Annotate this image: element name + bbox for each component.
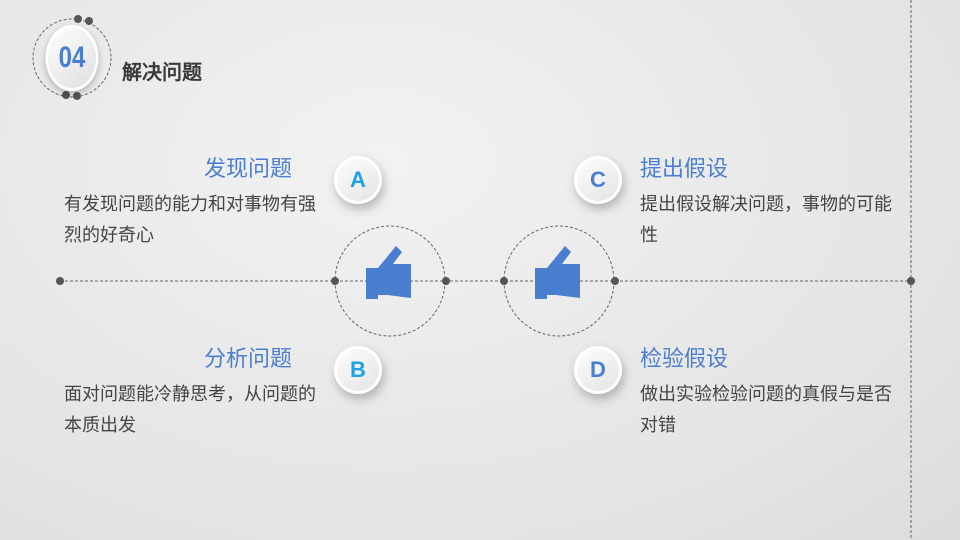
heading-d: 检验假设 [640,347,729,372]
page-title: 解决问题 [122,60,202,84]
heading-b: 分析问题 [204,347,293,372]
heading-c: 提出假设 [640,157,729,182]
text-d: 做出实验检验问题的真假与是否对错 [640,384,892,436]
text-b: 面对问题能冷静思考，从问题的本质出发 [64,384,316,436]
text-a: 有发现问题的能力和对事物有强烈的好奇心 [64,194,316,246]
badge-b: B [334,346,382,394]
section-number: 04 [45,25,99,91]
thumbs-up-icon [535,246,580,299]
badge-d: D [574,346,622,394]
badge-c: C [574,156,622,204]
text-c: 提出假设解决问题，事物的可能性 [640,194,892,246]
thumbs-up-icon [366,246,411,299]
heading-a: 发现问题 [204,157,293,182]
badge-a: A [334,156,382,204]
